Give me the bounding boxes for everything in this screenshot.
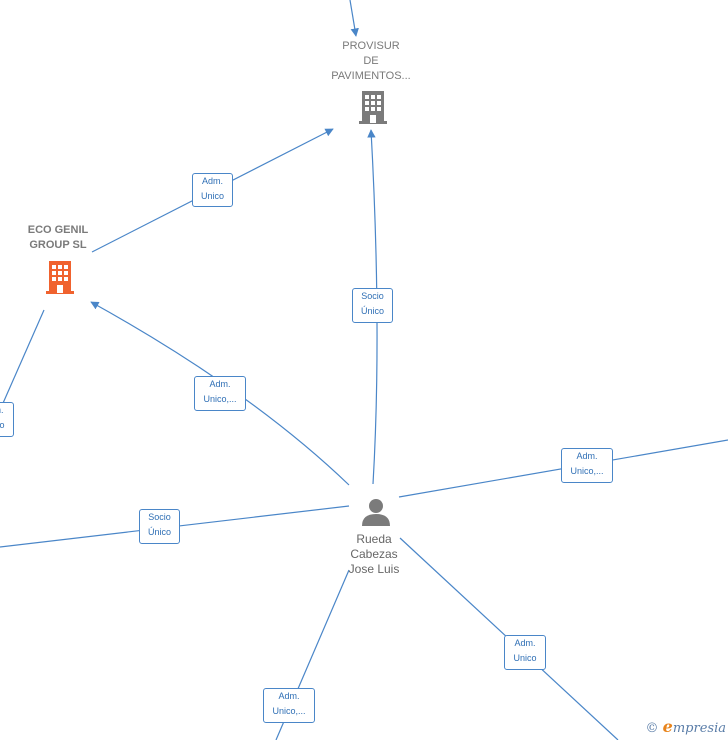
- edge-top-to-provisur: [349, 0, 359, 37]
- empresia-watermark: © empresia: [646, 717, 726, 736]
- brand-initial: e: [662, 717, 673, 736]
- edge-label-person-bottom-left[interactable]: Adm. Unico,...: [263, 688, 315, 723]
- edge-label-eco-offscreen[interactable]: Adm. Unico: [0, 402, 14, 437]
- edge-label-person-provisur[interactable]: Socio Único: [352, 288, 393, 323]
- edge-label-person-eco[interactable]: Adm. Unico,...: [194, 376, 246, 411]
- edge-label-person-left[interactable]: Socio Único: [139, 509, 180, 544]
- company-label-eco-genil[interactable]: ECO GENIL GROUP SL: [27, 224, 89, 251]
- edge-label-eco-provisur[interactable]: Adm. Unico: [192, 173, 233, 207]
- edge-label-person-right[interactable]: Adm. Unico,...: [561, 448, 613, 483]
- person-label[interactable]: Rueda Cabezas Jose Luis: [348, 532, 400, 576]
- company-label-provisur[interactable]: PROVISUR DE PAVIMENTOS...: [331, 40, 411, 82]
- copyright-symbol: ©: [645, 721, 659, 736]
- edge-label-person-bottom-right[interactable]: Adm. Unico: [504, 635, 546, 670]
- person-icon[interactable]: [361, 497, 391, 527]
- edge-eco-to-offscreen: [0, 309, 45, 411]
- brand-name: mpresia: [672, 721, 726, 736]
- building-icon[interactable]: [44, 259, 76, 295]
- building-icon[interactable]: [357, 89, 389, 125]
